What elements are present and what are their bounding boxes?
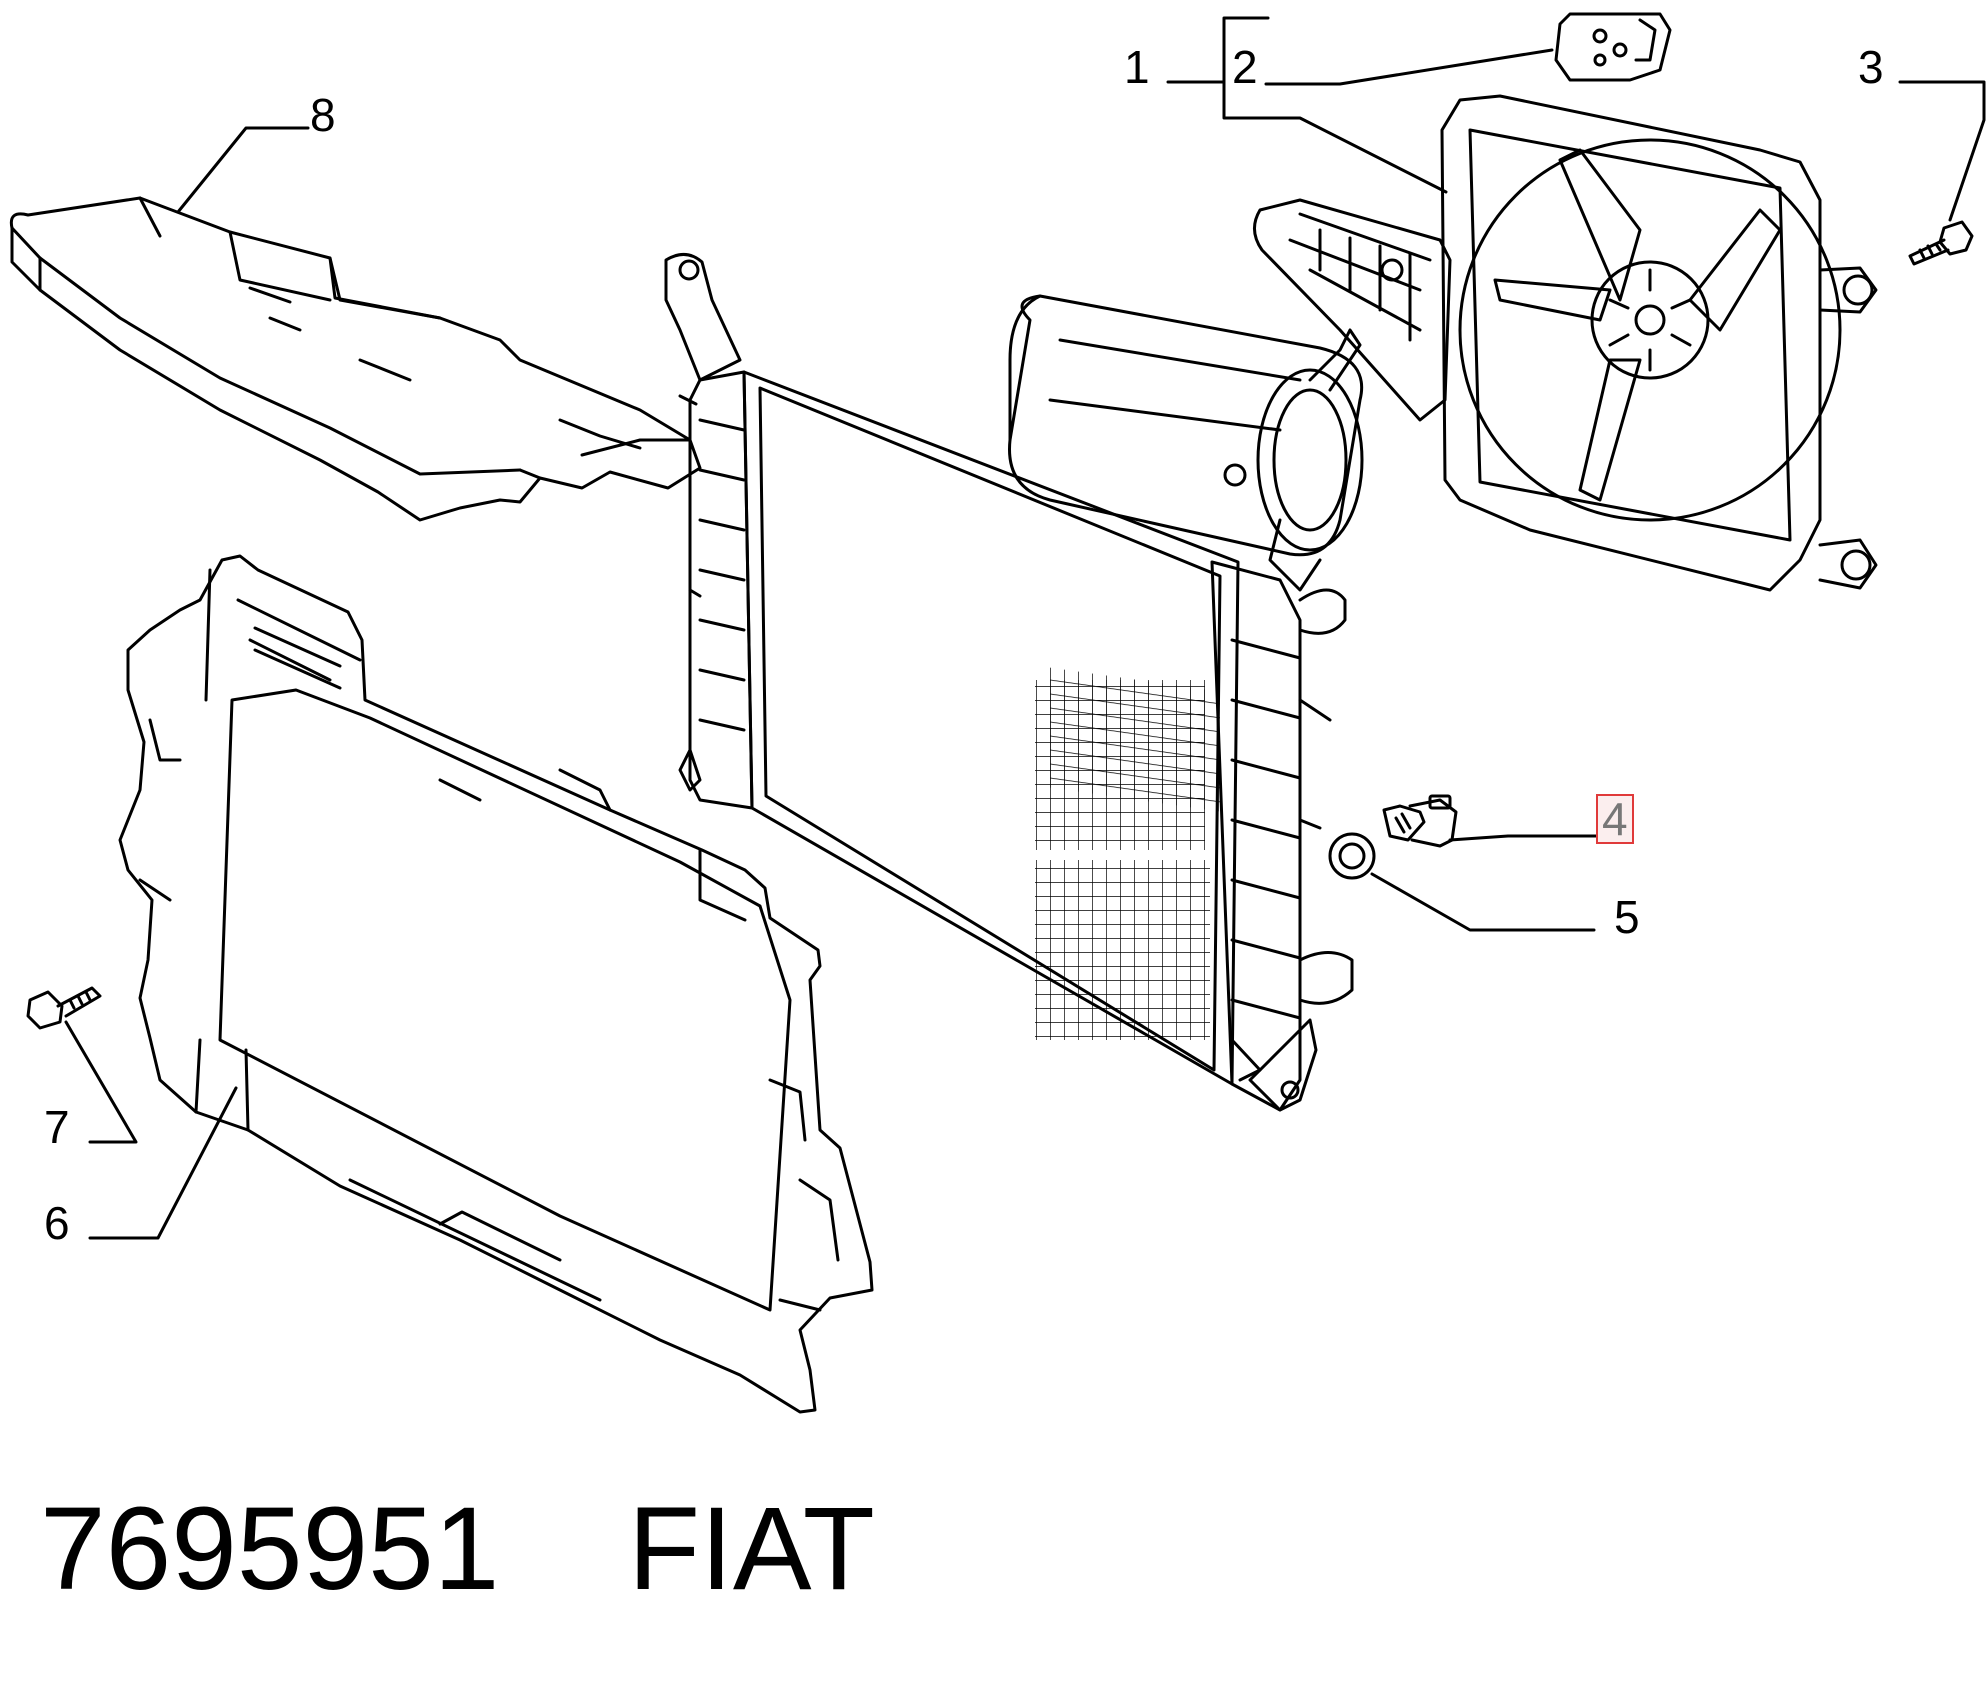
leader-7 — [64, 1020, 138, 1144]
callout-3: 3 — [1858, 41, 1884, 93]
leader-6 — [88, 1086, 238, 1240]
callout-1: 1 — [1124, 41, 1150, 93]
washer-5-part — [1328, 832, 1376, 880]
callout-8: 8 — [310, 89, 336, 141]
leader-lines — [64, 16, 1986, 1240]
sensor-4-part — [1382, 794, 1458, 848]
leader-8 — [176, 126, 310, 214]
callout-5: 5 — [1614, 891, 1640, 943]
fan-shroud-part — [1440, 94, 1878, 592]
callout-7: 7 — [44, 1101, 70, 1153]
connector-2-part — [1554, 12, 1672, 82]
callout-6: 6 — [44, 1197, 70, 1249]
callout-2: 2 — [1232, 41, 1258, 93]
leader-3 — [1898, 80, 1986, 222]
screw-7-part — [26, 986, 102, 1030]
callout-4-highlighted: 4 — [1596, 794, 1634, 844]
leader-5 — [1370, 872, 1596, 932]
brand-name: FIAT — [628, 1483, 875, 1615]
expansion-tank-part — [1008, 294, 1364, 592]
radiator-part — [664, 253, 1354, 1112]
leader-2 — [1264, 48, 1554, 86]
screw-3-part — [1908, 220, 1974, 266]
leader-4 — [1448, 834, 1600, 842]
radiator-frame-part — [118, 554, 874, 1414]
upper-deflector-part — [9, 196, 702, 522]
fan-bracket-part — [1253, 198, 1452, 422]
part-number: 7695951 — [40, 1483, 500, 1615]
leader-1 — [1222, 16, 1448, 194]
